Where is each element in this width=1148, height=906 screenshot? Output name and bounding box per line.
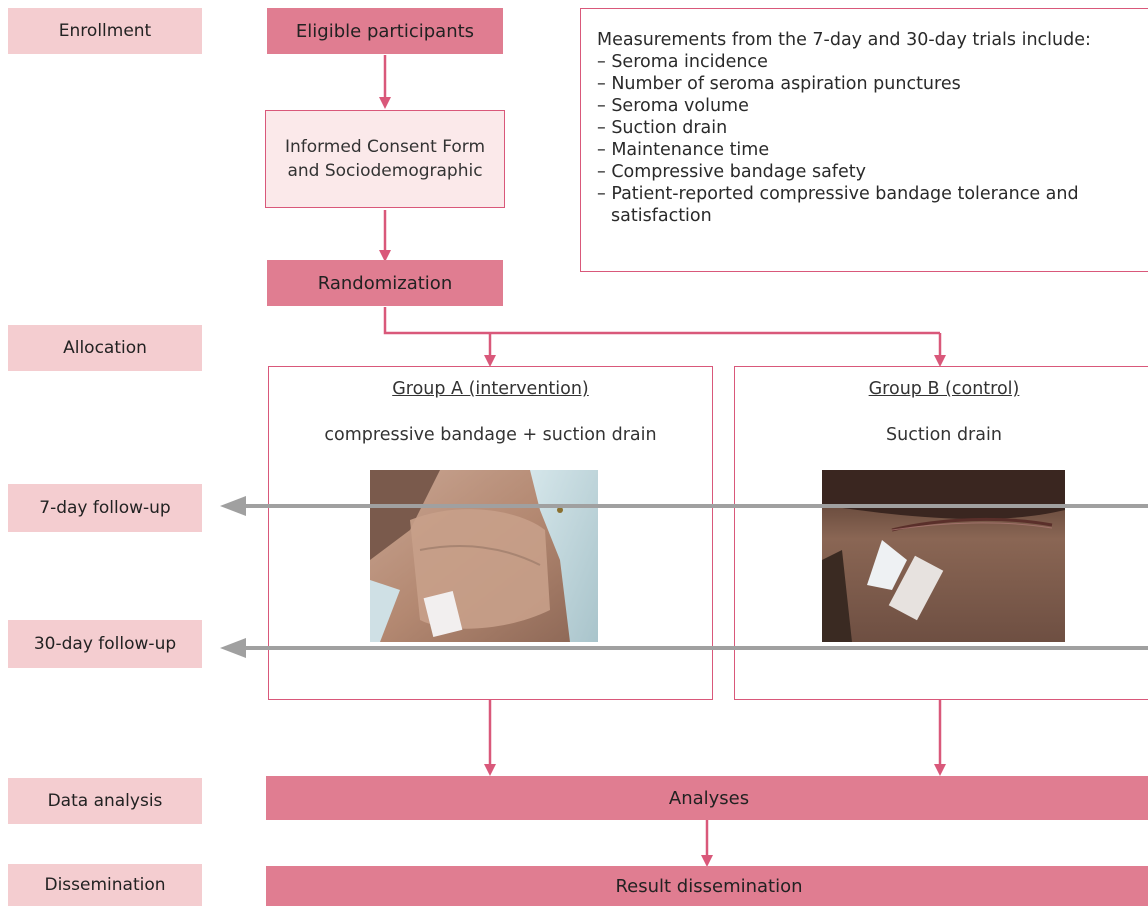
group-a-description: compressive bandage + suction drain <box>324 425 657 445</box>
eligible-participants-label: Eligible participants <box>295 20 475 42</box>
group-a-photo-image <box>370 470 598 642</box>
stage-allocation: Allocation <box>8 325 202 371</box>
measurement-item: – Seroma volume <box>597 96 749 116</box>
followup-7-arrowhead <box>220 496 246 516</box>
stage-enrollment: Enrollment <box>8 8 202 54</box>
consent-label: Informed Consent Form and Sociodemograph… <box>284 137 486 181</box>
measurement-item: – Compressive bandage safety <box>597 162 866 182</box>
randomization-label: Randomization <box>317 272 453 294</box>
group-b-title: Group B (control) <box>868 379 1020 399</box>
measurement-item: – Number of seroma aspiration punctures <box>597 74 961 94</box>
group-a-title: Group A (intervention) <box>392 379 589 399</box>
followup-30-arrowhead <box>220 638 246 658</box>
eligible-participants-box: Eligible participants <box>267 8 503 54</box>
consent-box: Informed Consent Form and Sociodemograph… <box>265 110 505 208</box>
group-a-photo <box>370 470 598 642</box>
measurement-item: – Maintenance time <box>597 140 770 160</box>
result-dissemination-box: Result dissemination <box>266 866 1148 906</box>
measurements-heading: Measurements from the 7-day and 30-day t… <box>597 30 1091 50</box>
stage-7-day-label: 7-day follow-up <box>39 498 171 518</box>
result-dissemination-label: Result dissemination <box>615 875 803 897</box>
group-b-description: Suction drain <box>886 425 1002 445</box>
stage-dissemination-label: Dissemination <box>44 875 166 895</box>
measurement-item: – Seroma incidence <box>597 52 768 72</box>
connector-randomization-split <box>383 307 940 335</box>
stage-data-analysis: Data analysis <box>8 778 202 824</box>
stage-dissemination: Dissemination <box>8 864 202 906</box>
stage-7-day-follow-up: 7-day follow-up <box>8 484 202 532</box>
stage-allocation-label: Allocation <box>63 338 147 358</box>
analyses-box: Analyses <box>266 776 1148 820</box>
measurements-box: Measurements from the 7-day and 30-day t… <box>580 8 1148 272</box>
stage-enrollment-label: Enrollment <box>58 21 152 41</box>
stage-30-day-follow-up: 30-day follow-up <box>8 620 202 668</box>
stage-data-analysis-label: Data analysis <box>47 791 163 811</box>
measurement-item: – Suction drain <box>597 118 728 138</box>
stage-30-day-label: 30-day follow-up <box>33 634 177 654</box>
randomization-box: Randomization <box>267 260 503 306</box>
measurement-item: – Patient-reported compressive bandage t… <box>597 184 1079 226</box>
analyses-label: Analyses <box>668 787 750 809</box>
